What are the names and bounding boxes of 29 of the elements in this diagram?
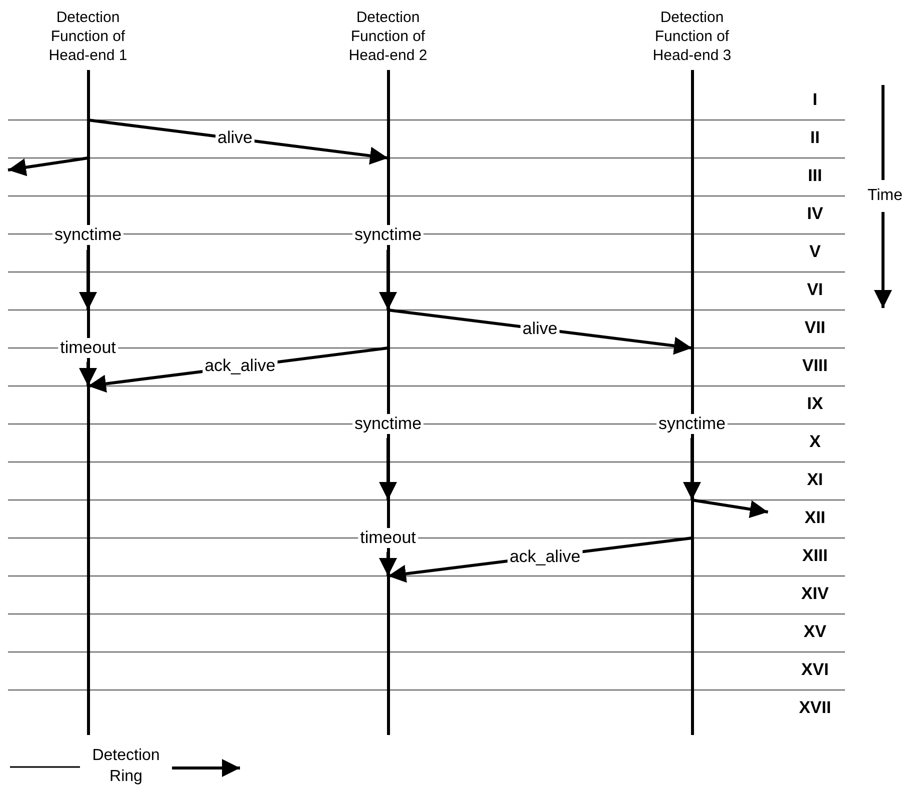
interval-number: II [809, 128, 821, 148]
timer-label: timeout [58, 338, 118, 358]
interval-number: IV [806, 204, 824, 224]
interval-number: X [808, 432, 822, 452]
interval-number: VII [804, 318, 826, 338]
timer-label: synctime [52, 225, 124, 245]
interval-number: XV [802, 622, 828, 642]
interval-number: XVII [798, 698, 832, 718]
message-arrow [8, 156, 88, 176]
interval-number: III [806, 166, 824, 186]
edge-label: ack_alive [202, 356, 278, 376]
interval-number: XII [804, 508, 826, 528]
interval-number: I [812, 90, 818, 110]
message-arrow [388, 308, 692, 355]
interval-number: XI [806, 470, 824, 490]
timer-label: synctime [352, 414, 424, 434]
axis-label: Detection Ring [91, 746, 161, 787]
interval-number: XIV [800, 584, 830, 604]
timer-label: synctime [352, 225, 424, 245]
interval-number: V [808, 242, 822, 262]
interval-number: XIII [801, 546, 829, 566]
interval-number: XVI [800, 660, 830, 680]
timer-label: timeout [358, 528, 418, 548]
interval-number: VI [806, 280, 824, 300]
interval-number: VIII [801, 356, 829, 376]
edge-label: ack_alive [508, 547, 582, 567]
timer-label: synctime [656, 414, 728, 434]
message-arrow [692, 498, 768, 518]
interval-number: IX [806, 394, 824, 414]
